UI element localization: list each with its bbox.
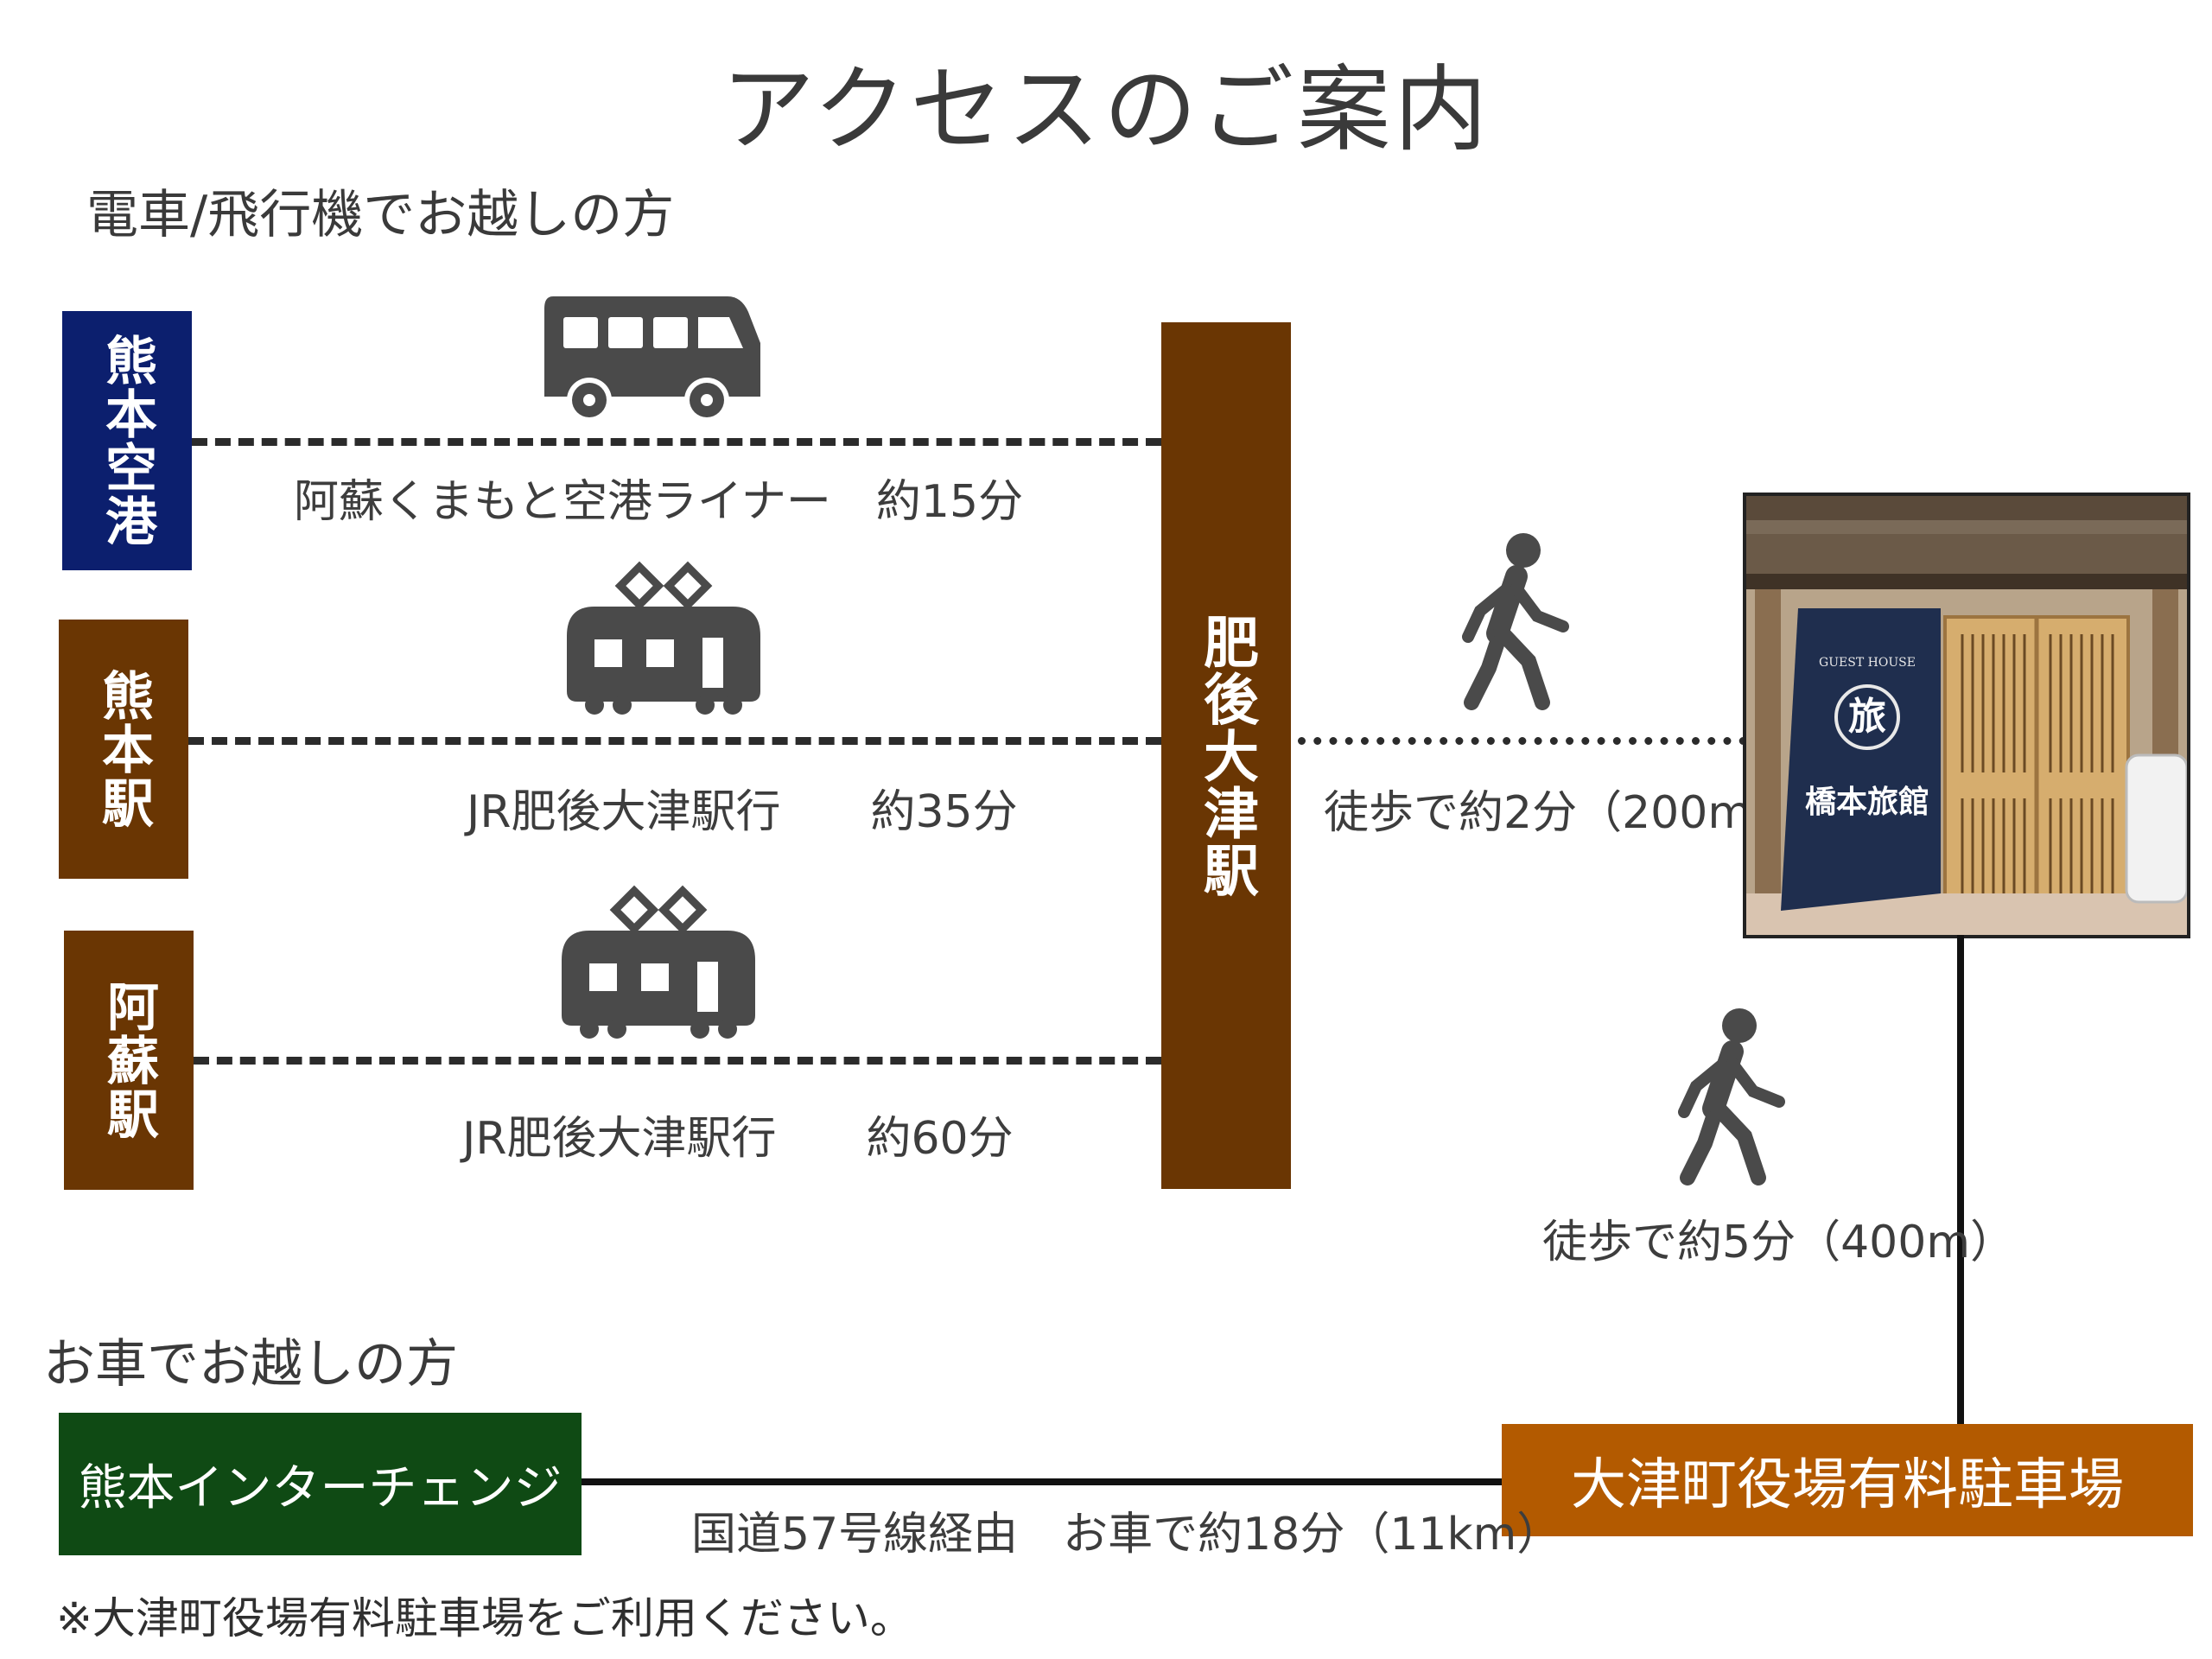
bus-icon <box>537 289 764 428</box>
section-heading-train-plane: 電車/飛行機でお越しの方 <box>86 185 675 245</box>
origin-box-kumamoto-station: 熊本駅 <box>59 620 188 879</box>
walking-person-icon <box>1456 531 1577 713</box>
route-line-airport <box>192 438 1161 446</box>
car-origin-box: 熊本インターチェンジ <box>59 1413 582 1555</box>
walk-line-parking <box>1957 935 1964 1427</box>
car-origin-label: 熊本インターチェンジ <box>78 1460 563 1516</box>
photo-emblem: 旅 <box>1834 684 1900 750</box>
car-destination-box: 大津町役場有料駐車場 <box>1502 1424 2193 1536</box>
photo-sign-top: GUEST HOUSE <box>1819 656 1916 670</box>
origin-label: 阿蘇駅 <box>98 980 159 1141</box>
car-route-line <box>582 1478 1502 1485</box>
origin-label: 熊本駅 <box>92 669 154 830</box>
route-label-airport: 阿蘇くまもと空港ライナー 約15分 <box>294 476 1024 528</box>
train-icon <box>560 553 767 717</box>
route-line-aso <box>194 1057 1161 1065</box>
walking-person-icon <box>1672 1007 1793 1188</box>
route-label-aso: JR肥後大津駅行 約60分 <box>462 1113 1014 1165</box>
car-route-label: 国道57号線経由 お車で約18分（11km） <box>691 1509 1562 1560</box>
photo-inn-name: 橋本旅館 <box>1804 784 1929 820</box>
footnote: ※大津町役場有料駐車場をご利用ください。 <box>56 1593 913 1643</box>
walk-line-station <box>1298 737 1747 745</box>
origin-box-aso-station: 阿蘇駅 <box>64 931 194 1190</box>
car-destination-label: 大津町役場有料駐車場 <box>1571 1453 2124 1517</box>
section-heading-car: お車でお越しの方 <box>43 1334 458 1395</box>
hub-station-label: 肥後大津駅 <box>1194 613 1258 899</box>
page-title: アクセスのご案内 <box>721 56 1491 164</box>
route-line-kumamoto <box>188 737 1161 745</box>
origin-label: 熊本空港 <box>96 334 157 548</box>
train-icon <box>555 877 762 1041</box>
origin-box-kumamoto-airport: 熊本空港 <box>62 311 192 570</box>
guesthouse-photo: GUEST HOUSE 旅 橋本旅館 <box>1743 493 2190 938</box>
walk-label-station: 徒歩で約2分（200m） <box>1324 787 1796 839</box>
route-label-kumamoto: JR肥後大津駅行 約35分 <box>467 786 1018 838</box>
walk-label-parking: 徒歩で約5分（400m） <box>1542 1217 2015 1268</box>
hub-station-box: 肥後大津駅 <box>1161 322 1291 1189</box>
